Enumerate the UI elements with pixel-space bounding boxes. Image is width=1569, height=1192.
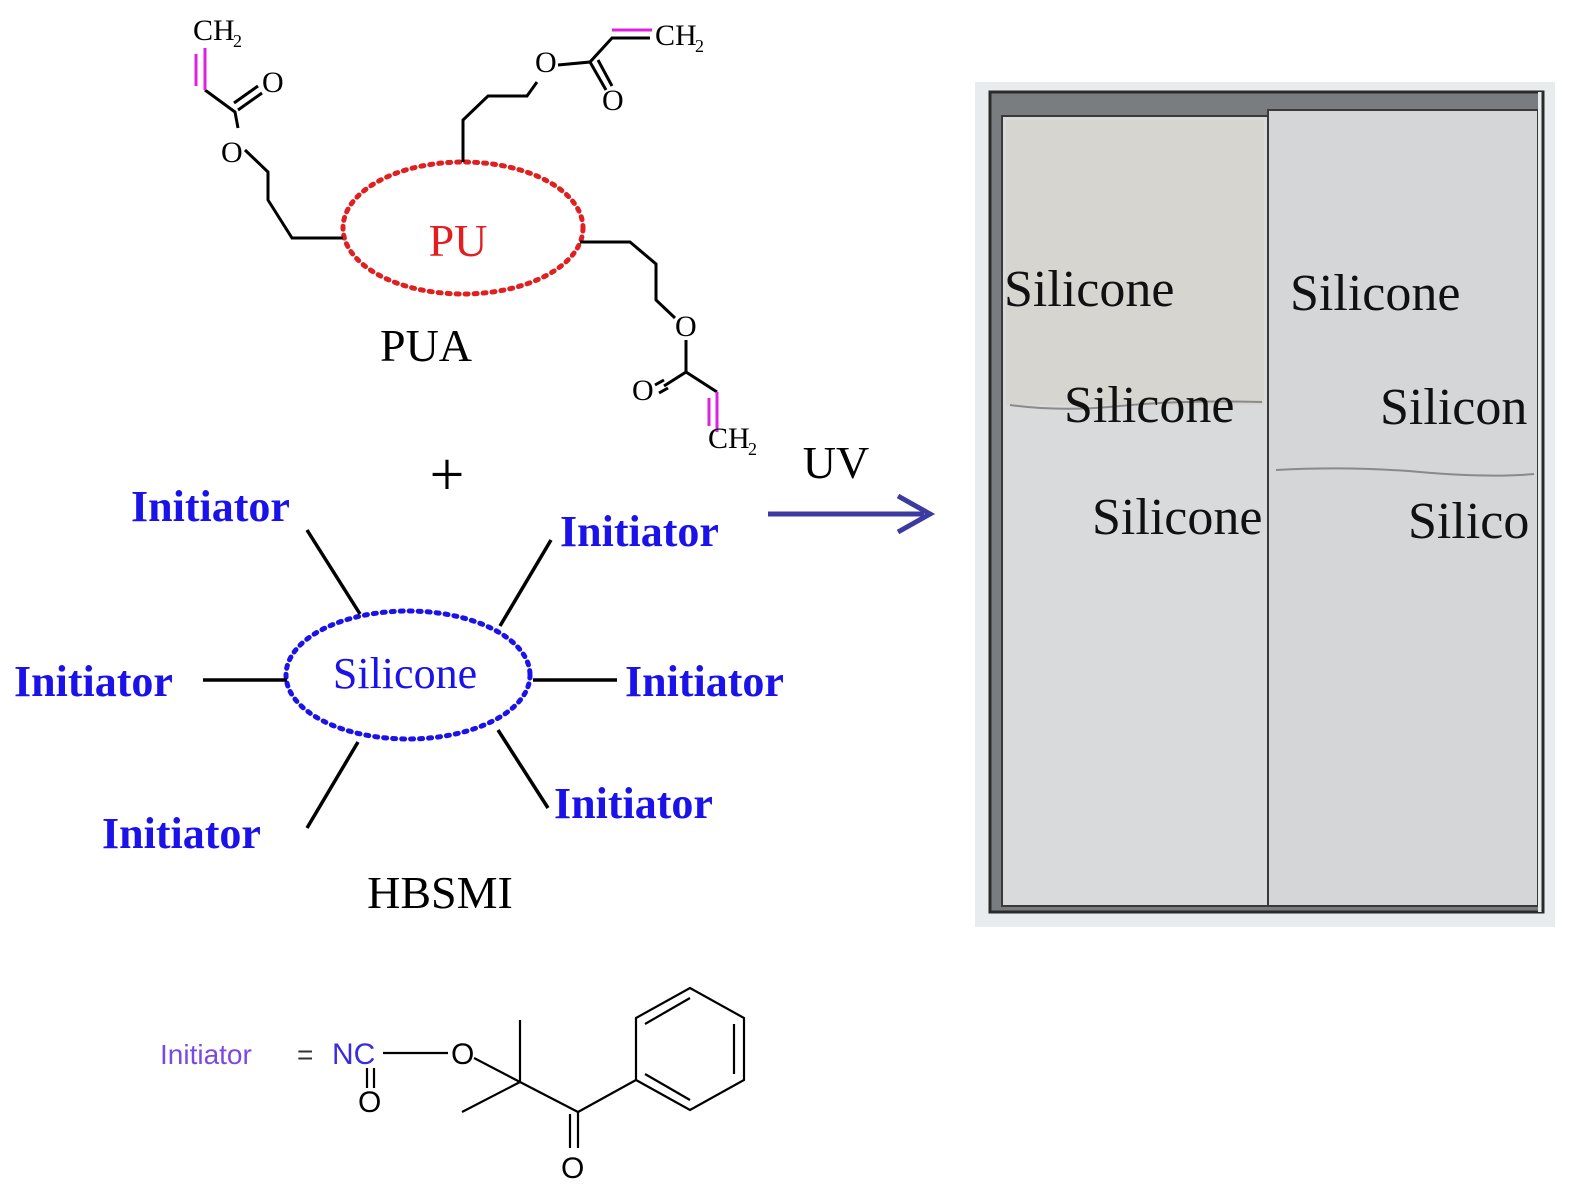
initiator-arm-left: Initiator bbox=[14, 657, 173, 706]
right-slide bbox=[1267, 109, 1539, 907]
svg-text:2: 2 bbox=[748, 439, 757, 459]
initiator-structure: Initiator = NC O O O bbox=[160, 986, 746, 1185]
coating-photo: Silicone Silicone Silicone Silicone Sili… bbox=[975, 82, 1555, 927]
initiator-arm-top-right: Initiator bbox=[560, 507, 719, 556]
left-panel-text-2: Silicone bbox=[1064, 377, 1234, 434]
pua-ch2-2: CH bbox=[655, 19, 697, 52]
hbsmi-name: HBSMI bbox=[367, 867, 513, 918]
initiator-arm-right: Initiator bbox=[625, 657, 784, 706]
initiator-carbonyl-oxygen: O bbox=[358, 1086, 381, 1119]
pua-name: PUA bbox=[380, 320, 472, 371]
initiator-ether-oxygen: O bbox=[451, 1038, 474, 1071]
pua-carbonyl-oxygen-2: O bbox=[602, 84, 624, 117]
initiator-equals: = bbox=[297, 1039, 313, 1070]
pua-ch2-1: CH bbox=[193, 14, 235, 47]
right-panel-text-1: Silicone bbox=[1290, 265, 1460, 322]
initiator-arm-bottom-left: Initiator bbox=[102, 809, 261, 858]
initiator-ketone-oxygen: O bbox=[561, 1152, 584, 1185]
pua-ether-oxygen-1: O bbox=[221, 136, 243, 169]
benzene-ring bbox=[634, 986, 746, 1112]
pua-ch2-3: CH bbox=[708, 422, 750, 455]
pua-molecule: PU O O CH 2 O O CH 2 O O CH 2 PUA bbox=[193, 14, 757, 459]
uv-reaction-arrow: UV bbox=[768, 437, 936, 535]
initiator-arm-bottom-right: Initiator bbox=[554, 779, 713, 828]
left-panel-text-3: Silicone bbox=[1092, 489, 1262, 546]
svg-text:2: 2 bbox=[695, 36, 704, 56]
plus-sign: + bbox=[430, 441, 465, 509]
pu-core-label: PU bbox=[429, 215, 488, 266]
right-panel-text-2: Silicon bbox=[1380, 379, 1527, 436]
initiator-nc-group: NC bbox=[332, 1038, 375, 1071]
pua-carbonyl-oxygen-1: O bbox=[262, 66, 284, 99]
svg-text:2: 2 bbox=[233, 31, 242, 51]
silicone-core-ellipse bbox=[283, 608, 533, 742]
uv-condition-label: UV bbox=[803, 437, 869, 488]
hbsmi-molecule: Silicone Initiator Initiator Initiator I… bbox=[14, 482, 784, 918]
pua-carbonyl-oxygen-3: O bbox=[632, 374, 654, 407]
right-panel-text-3: Silico bbox=[1408, 493, 1529, 550]
left-panel-text-1: Silicone bbox=[1004, 261, 1174, 318]
pu-core-ellipse bbox=[340, 159, 586, 297]
silicone-core-label: Silicone bbox=[333, 649, 477, 698]
pua-ether-oxygen-2: O bbox=[535, 46, 557, 79]
initiator-def-label: Initiator bbox=[160, 1039, 252, 1070]
pua-ether-oxygen-3: O bbox=[675, 310, 697, 343]
initiator-arm-top-left: Initiator bbox=[131, 482, 290, 531]
